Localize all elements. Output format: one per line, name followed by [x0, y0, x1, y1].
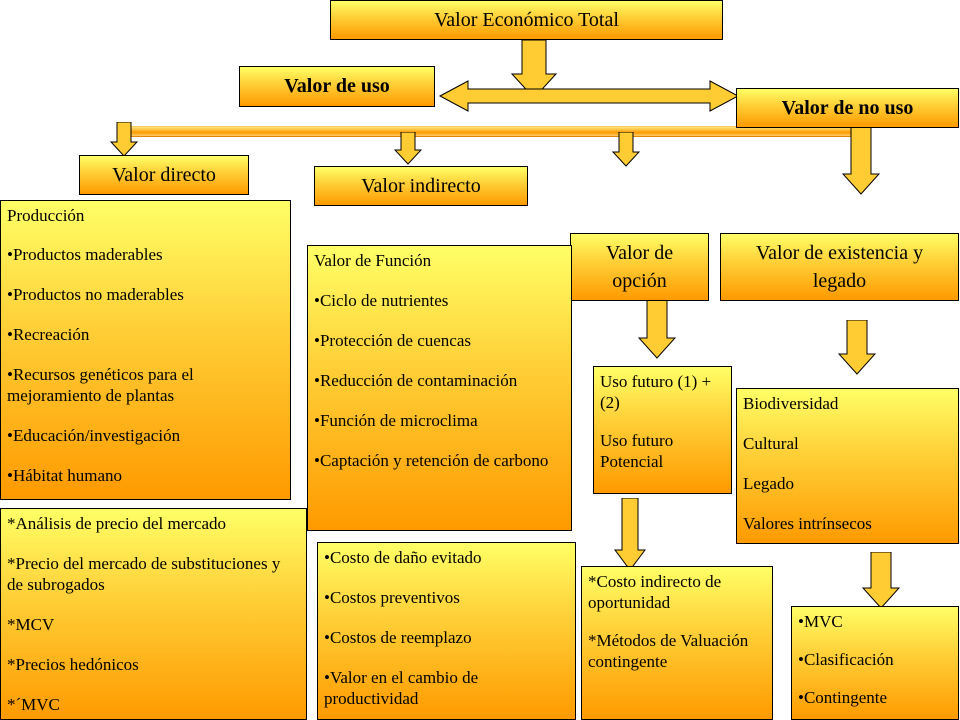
valor-de-no-uso-label: Valor de no uso: [781, 96, 914, 119]
valor-de-opcion-box: Valor de opción: [570, 233, 709, 301]
list-item: *MCV: [7, 615, 55, 634]
list-item: •Recursos genéticos para el mejoramiento…: [7, 365, 194, 405]
list-item: Cultural: [743, 434, 799, 453]
list-item: •Contingente: [798, 688, 888, 707]
list-item: •Clasificación: [798, 650, 894, 669]
list-item: •Ciclo de nutrientes: [314, 291, 449, 310]
list-item: Biodiversidad: [743, 394, 839, 413]
valor-de-uso-box: Valor de uso: [239, 66, 435, 107]
down-arrow-icon: [612, 132, 640, 167]
down-arrow-icon: [862, 552, 900, 609]
valor-existencia-line: Valor de existencia y: [755, 242, 924, 264]
down-arrow-icon: [394, 132, 422, 165]
title-label: Valor Económico Total: [434, 8, 619, 31]
indirecto-methods-box: •Costo de daño evitado •Costos preventiv…: [317, 542, 576, 720]
list-item: •Hábitat humano: [7, 466, 123, 485]
existencia-items-box: Biodiversidad Cultural Legado Valores in…: [736, 388, 959, 544]
list-item: •Valor en el cambio de productividad: [324, 668, 479, 708]
list-item: •Función de microclima: [314, 411, 478, 430]
list-item: *´MVC: [7, 695, 60, 714]
directo-items-box: Producción •Productos maderables •Produc…: [0, 200, 291, 500]
opcion-methods-box: *Costo indirecto de oportunidad *Métodos…: [581, 566, 773, 720]
list-item: •Recreación: [7, 325, 90, 344]
list-item: •Productos maderables: [7, 245, 163, 264]
valor-de-opcion-line: Valor de: [605, 242, 674, 264]
list-item: •Protección de cuencas: [314, 331, 471, 350]
indirecto-items-box: Valor de Función •Ciclo de nutrientes •P…: [307, 245, 572, 531]
list-item: *Precios hedónicos: [7, 655, 139, 674]
valor-indirecto-label: Valor indirecto: [361, 174, 481, 197]
list-item: *Métodos de Valuación contingente: [588, 631, 749, 671]
valor-de-no-uso-box: Valor de no uso: [736, 88, 959, 128]
valor-directo-box: Valor directo: [79, 155, 249, 195]
double-arrow-icon: [438, 80, 740, 112]
valor-existencia-box: Valor de existencia y legado: [720, 233, 959, 301]
list-item: •Educación/investigación: [7, 426, 181, 445]
list-item: *Análisis de precio del mercado: [7, 514, 227, 533]
down-arrow-icon: [842, 122, 880, 195]
valor-de-uso-label: Valor de uso: [284, 75, 390, 97]
list-item: •Costo de daño evitado: [324, 548, 482, 567]
list-item: Uso futuro (1) + (2): [600, 372, 712, 412]
title-box: Valor Económico Total: [330, 0, 723, 40]
opcion-items-box: Uso futuro (1) + (2) Uso futuro Potencia…: [593, 366, 732, 494]
down-arrow-icon: [638, 300, 676, 359]
down-arrow-icon: [838, 320, 876, 375]
list-item: *Precio del mercado de substituciones y …: [7, 554, 281, 594]
list-item: Valores intrínsecos: [743, 514, 872, 533]
valor-existencia-line: legado: [812, 270, 867, 292]
valor-de-opcion-line: opción: [612, 270, 667, 292]
list-item: *Costo indirecto de oportunidad: [588, 572, 722, 612]
list-item: Uso futuro Potencial: [600, 431, 674, 471]
directo-methods-box: *Análisis de precio del mercado *Precio …: [0, 508, 307, 720]
existencia-methods-box: •MVC •Clasificación •Contingente: [791, 606, 959, 720]
down-arrow-icon: [110, 122, 138, 157]
list-item: •Reducción de contaminación: [314, 371, 518, 390]
valor-indirecto-box: Valor indirecto: [314, 166, 528, 206]
list-item: Legado: [743, 474, 794, 493]
list-item: Valor de Función: [314, 251, 432, 270]
list-item: •Captación y retención de carbono: [314, 451, 549, 470]
list-item: •MVC: [798, 612, 843, 631]
down-arrow-icon: [510, 40, 558, 99]
list-item: •Productos no maderables: [7, 285, 184, 304]
connector-bar: [128, 126, 868, 137]
valor-directo-label: Valor directo: [112, 163, 216, 186]
list-item: •Costos de reemplazo: [324, 628, 472, 647]
list-item: •Costos preventivos: [324, 588, 460, 607]
list-item: Producción: [7, 206, 85, 225]
down-arrow-icon: [614, 498, 646, 571]
